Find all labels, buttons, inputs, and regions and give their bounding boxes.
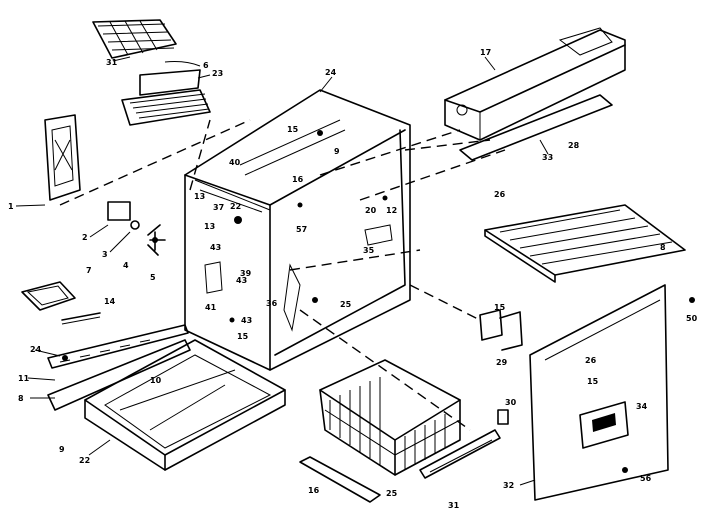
part-label: 33	[542, 153, 553, 162]
part-label: 20	[365, 206, 377, 215]
motor-fan-assembly	[107, 201, 166, 256]
part-label: 17	[480, 48, 491, 57]
part-label: 15	[587, 377, 599, 386]
side-bracket-part	[44, 114, 81, 201]
part-label: 28	[568, 141, 580, 150]
oven-rack-part	[484, 204, 686, 283]
cabinet-body-part	[184, 89, 411, 371]
part-label: 43	[241, 316, 252, 325]
bottom-panel-part	[84, 339, 286, 471]
part-label: 22	[230, 202, 241, 211]
part-label: 41	[205, 303, 217, 312]
side-bracket-small-part	[479, 309, 523, 351]
part-label: 26	[585, 356, 597, 365]
part-label: 26	[494, 190, 506, 199]
assembly-guide-lines	[59, 119, 506, 431]
baseboard-strips-part	[299, 409, 509, 503]
part-label: 34	[636, 402, 648, 411]
part-label: 57	[296, 225, 307, 234]
part-label: 7	[86, 266, 92, 275]
part-label: 37	[213, 203, 224, 212]
part-label: 25	[386, 489, 398, 498]
part-label: 30	[505, 398, 517, 407]
part-label: 2	[82, 233, 88, 242]
part-label: 32	[503, 481, 514, 490]
part-label: 11	[18, 374, 30, 383]
part-label: 3	[102, 250, 108, 259]
front-trim-part	[47, 324, 191, 411]
part-label: 12	[386, 206, 397, 215]
part-label: 1	[8, 202, 14, 211]
upper-rack-part	[92, 19, 177, 59]
part-label: 16	[308, 486, 320, 495]
part-label: 31	[106, 58, 118, 67]
part-label: 9	[334, 147, 340, 156]
part-label: 39	[240, 269, 252, 278]
part-label: 8	[660, 243, 666, 252]
part-label: 43	[236, 276, 247, 285]
part-label: 24	[325, 68, 337, 77]
door-panel-part	[529, 284, 695, 501]
oven-element-part	[444, 27, 626, 161]
part-label: 40	[229, 158, 241, 167]
basket-part	[319, 359, 461, 476]
leader-lines	[15, 56, 549, 486]
part-label: 15	[494, 303, 506, 312]
part-labels: 31 6 23 24 17 1 15 9 40 33 28 13 37 22 1…	[8, 48, 698, 510]
part-label: 31	[448, 501, 460, 510]
part-label: 6	[203, 61, 209, 70]
broiler-rack-part	[121, 61, 211, 126]
part-label: 15	[237, 332, 249, 341]
part-label: 50	[686, 314, 698, 323]
part-label: 35	[363, 246, 375, 255]
part-label: 9	[59, 445, 65, 454]
part-label: 13	[204, 222, 215, 231]
part-label: 23	[212, 69, 223, 78]
part-label: 4	[123, 261, 129, 270]
part-label: 56	[640, 474, 652, 483]
part-label: 5	[150, 273, 156, 282]
part-label: 43	[210, 243, 221, 252]
part-label: 22	[79, 456, 90, 465]
part-label: 14	[104, 297, 116, 306]
part-label: 8	[18, 394, 24, 403]
part-label: 16	[292, 175, 304, 184]
drip-tray-part	[21, 281, 101, 325]
part-label: 24	[30, 345, 42, 354]
part-label: 25	[340, 300, 352, 309]
part-label: 15	[287, 125, 299, 134]
part-label: 10	[150, 376, 162, 385]
part-label: 36	[266, 299, 278, 308]
part-label: 29	[496, 358, 508, 367]
part-label: 13	[194, 192, 205, 201]
